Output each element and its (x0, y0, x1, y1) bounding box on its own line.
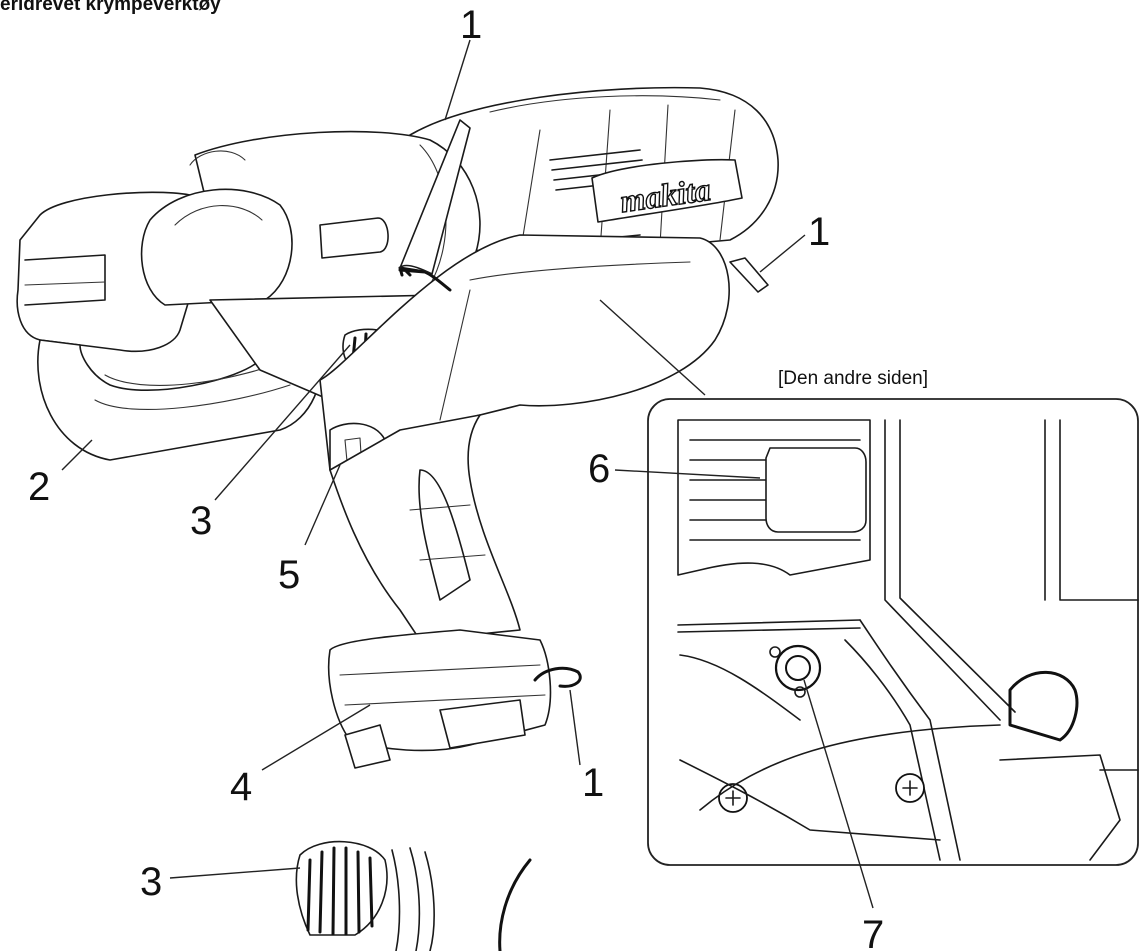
callout-3-detail: 3 (140, 860, 162, 904)
inset-other-side: [Den andre siden] (599, 299, 1139, 866)
callout-3: 3 (190, 499, 212, 543)
detail-release-knob (295, 840, 532, 951)
callout-2: 2 (28, 465, 50, 509)
side-pin (319, 217, 389, 259)
knurled-knob-detail (295, 840, 388, 936)
inset-caption: [Den andre siden] (778, 368, 928, 389)
callout-5: 5 (278, 553, 300, 597)
inset-pointer-line (599, 299, 706, 396)
callout-numbers: 1 1 1 2 3 5 4 3 6 7 (28, 3, 884, 951)
inset-detail (677, 419, 1139, 861)
grip-insert (418, 469, 471, 601)
inset-bracket (1008, 670, 1079, 742)
inset-button (765, 447, 867, 533)
jaw-opening (140, 188, 293, 306)
motor-housing (409, 86, 779, 256)
callout-4: 4 (230, 765, 252, 809)
hook-top (398, 266, 452, 292)
leader-lines (61, 39, 874, 909)
hook-bottom (533, 666, 582, 688)
handle (329, 414, 521, 641)
crimping-tool-illustration: makita (16, 86, 779, 769)
detail-arc (498, 858, 532, 951)
callout-1-right: 1 (808, 210, 830, 254)
page-title: eridrevet krympeverktøy (0, 0, 221, 15)
hook-right (729, 257, 769, 293)
callout-1-bottom: 1 (582, 761, 604, 805)
callout-1-top: 1 (460, 3, 482, 47)
callout-7: 7 (862, 913, 884, 951)
hook-top-shape (399, 119, 471, 275)
makita-logo: makita (591, 158, 743, 223)
callout-6: 6 (588, 447, 610, 491)
